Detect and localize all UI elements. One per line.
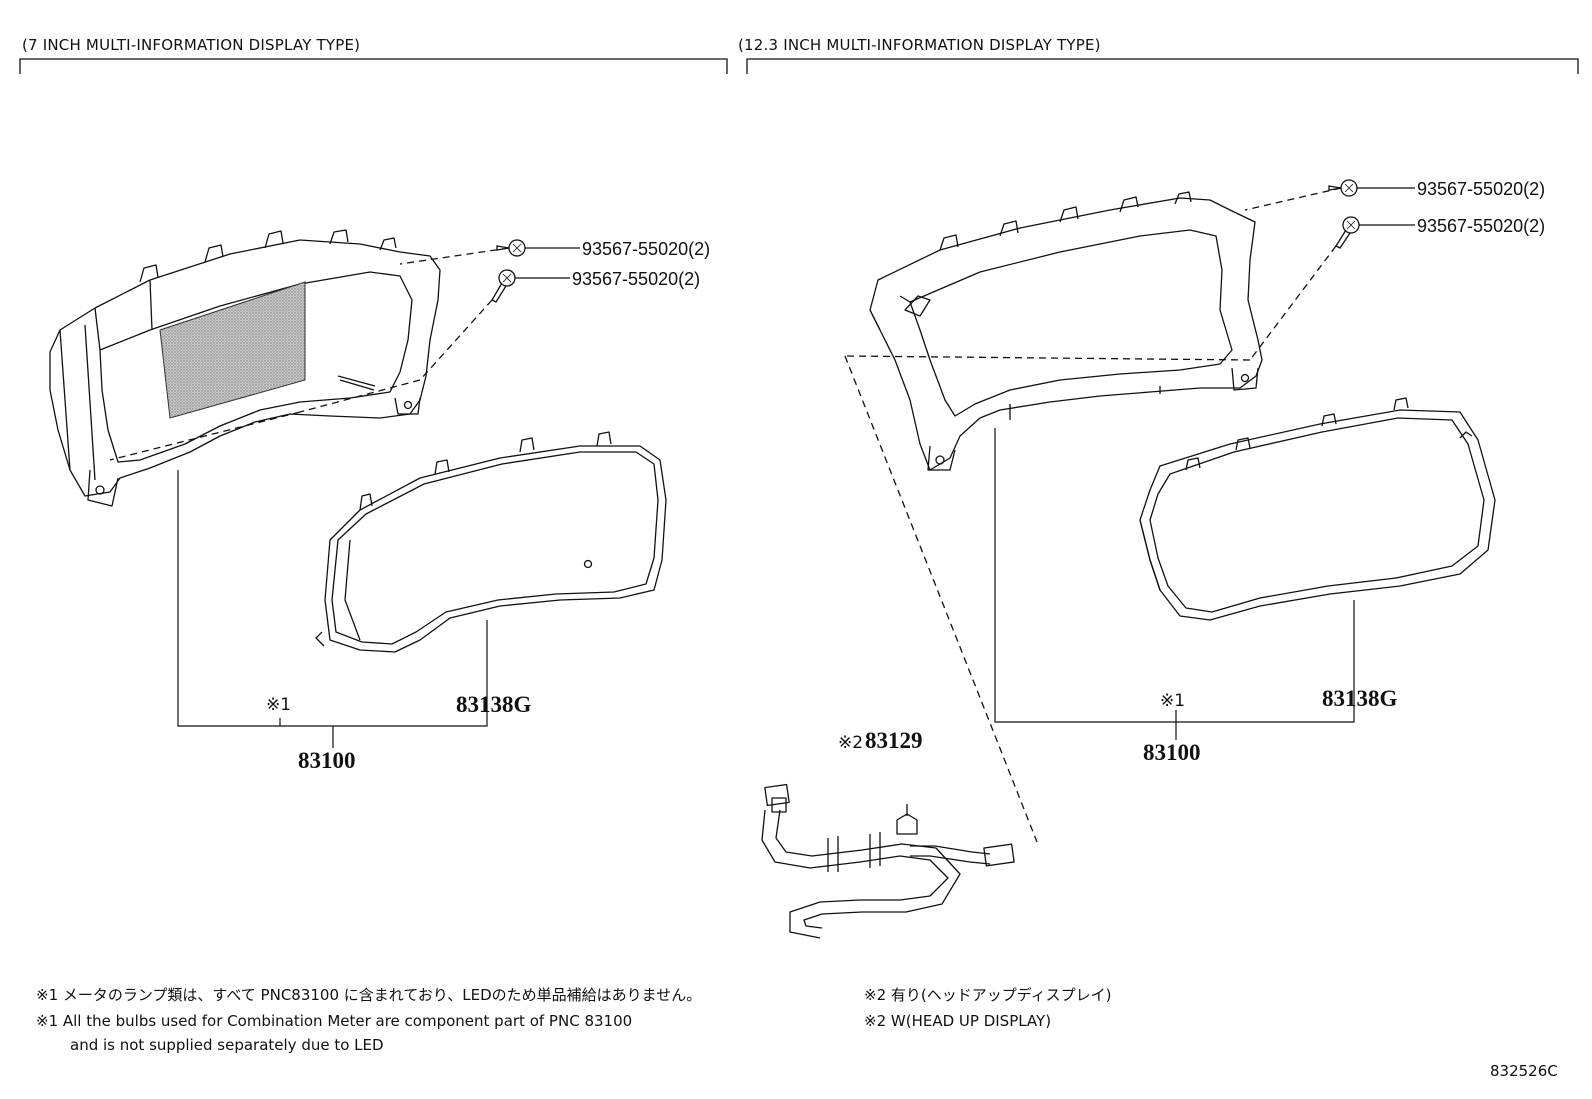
left-bolt-upper: [496, 239, 526, 257]
right-meter-housing: [869, 191, 1263, 471]
note-1-japanese: ※1 メータのランプ類は、すべて PNC83100 に含まれており、LEDのため…: [36, 986, 702, 1004]
note-2-japanese: ※2 有り(ヘッドアップディスプレイ): [864, 986, 1112, 1004]
right-bolt-leaders: [1357, 187, 1415, 226]
left-lens-cover: [315, 431, 667, 653]
right-section-header: (12.3 INCH MULTI-INFORMATION DISPLAY TYP…: [738, 36, 1101, 54]
left-meter-housing: [49, 229, 441, 507]
note-1-english-line2: and is not supplied separately due to LE…: [70, 1036, 384, 1054]
left-bolt-upper-label: 93567-55020(2): [582, 239, 710, 259]
diagram-id: 832526C: [1490, 1062, 1558, 1080]
right-note-mark: ※1: [1160, 691, 1185, 711]
left-alignment-dashes: [109, 247, 510, 461]
left-lens-part-number: 83138G: [456, 692, 532, 717]
right-lens-cover: [1139, 397, 1496, 621]
left-callout-bracket: [177, 470, 488, 748]
note-2-english: ※2 W(HEAD UP DISPLAY): [864, 1012, 1052, 1030]
right-callout-bracket: [994, 428, 1355, 740]
right-header-bracket: [746, 58, 1579, 74]
right-bolt-lower: [1335, 216, 1360, 249]
left-note-mark: ※1: [266, 695, 291, 715]
left-section-header: (7 INCH MULTI-INFORMATION DISPLAY TYPE): [22, 36, 361, 54]
right-meter-part-number: 83100: [1143, 740, 1201, 765]
left-bolt-lower: [491, 269, 516, 303]
right-bolt-upper-label: 93567-55020(2): [1417, 179, 1545, 199]
right-bolt-upper: [1328, 179, 1358, 197]
right-alignment-dashes: [844, 187, 1342, 843]
left-meter-part-number: 83100: [298, 748, 356, 773]
note-1-english-line1: ※1 All the bulbs used for Combination Me…: [36, 1012, 633, 1030]
harness-note-mark: ※2: [838, 733, 863, 753]
left-bolt-lower-label: 93567-55020(2): [572, 269, 700, 289]
left-bolt-leaders: [515, 247, 580, 279]
left-lcd-screen: [159, 281, 306, 419]
right-bolt-lower-label: 93567-55020(2): [1417, 216, 1545, 236]
left-header-bracket: [19, 58, 728, 74]
right-lens-part-number: 83138G: [1322, 686, 1398, 711]
harness-part-number: 83129: [865, 728, 923, 753]
hud-wire-harness: [761, 783, 1015, 939]
